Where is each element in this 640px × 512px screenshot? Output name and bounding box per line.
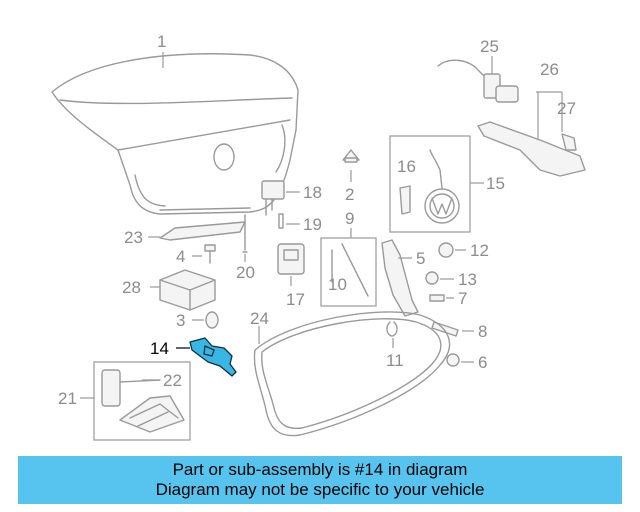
callout-21: 21 [58, 389, 77, 408]
part-hinge-arm [477, 121, 586, 177]
part-hinge [381, 239, 419, 317]
part-bumper-stop [342, 149, 360, 163]
callout-13: 13 [458, 270, 477, 289]
callout-25: 25 [480, 37, 499, 56]
part-trim-strip [159, 221, 246, 241]
part-rod [242, 214, 248, 253]
callout-5: 5 [416, 249, 425, 268]
banner-line-2: Diagram may not be specific to your vehi… [155, 480, 485, 499]
callout-26: 26 [540, 60, 559, 79]
callout-16: 16 [397, 157, 416, 176]
callout-7: 7 [458, 289, 467, 308]
part-lock [277, 243, 305, 275]
callout-2: 2 [345, 185, 354, 204]
callout-27: 27 [557, 99, 576, 118]
callout-1: 1 [157, 32, 166, 51]
part-screw [429, 294, 445, 302]
part-striker [431, 321, 459, 337]
part-jack [119, 395, 185, 433]
callout-8: 8 [478, 322, 487, 341]
part-pin [278, 213, 284, 229]
callout-19: 19 [303, 215, 322, 234]
part-jack-handle [101, 369, 161, 407]
part-bushing [438, 242, 454, 258]
callout-6: 6 [478, 353, 487, 372]
info-banner: Part or sub-assembly is #14 in diagram D… [18, 456, 622, 504]
callout-4: 4 [176, 247, 185, 266]
callout-18: 18 [303, 183, 322, 202]
part-lock-actuator [261, 180, 285, 216]
part-latch-bracket-highlighted [189, 337, 237, 377]
callout-12: 12 [470, 241, 489, 260]
part-washer [446, 353, 460, 367]
part-release-cable [437, 59, 519, 103]
callout-28: 28 [122, 278, 141, 297]
callout-14: 14 [150, 339, 169, 358]
emblem-box [389, 135, 471, 233]
part-nut [425, 271, 439, 285]
part-trunk-lid [51, 53, 299, 215]
part-control-module [159, 269, 216, 311]
callout-11: 11 [386, 351, 404, 370]
part-emblem-switch [399, 185, 411, 215]
part-bolt [204, 244, 216, 264]
banner-line-1: Part or sub-assembly is #14 in diagram [172, 460, 468, 479]
part-weatherstrip [253, 311, 451, 437]
callout-22: 22 [163, 371, 182, 390]
callout-23: 23 [124, 228, 143, 247]
callout-3: 3 [176, 311, 185, 330]
part-clip [386, 321, 398, 337]
part-emblem [424, 149, 460, 224]
callout-20: 20 [236, 263, 255, 282]
callout-15: 15 [486, 174, 505, 193]
callout-9: 9 [345, 209, 354, 228]
part-gas-strut [331, 243, 369, 297]
callout-10: 10 [328, 275, 347, 294]
callout-17: 17 [286, 290, 305, 309]
leader-26 [536, 91, 563, 140]
callout-24: 24 [250, 309, 269, 328]
part-grommet [205, 311, 219, 329]
parts-diagram: 1 2 18 19 23 20 4 17 28 3 [51, 32, 586, 441]
